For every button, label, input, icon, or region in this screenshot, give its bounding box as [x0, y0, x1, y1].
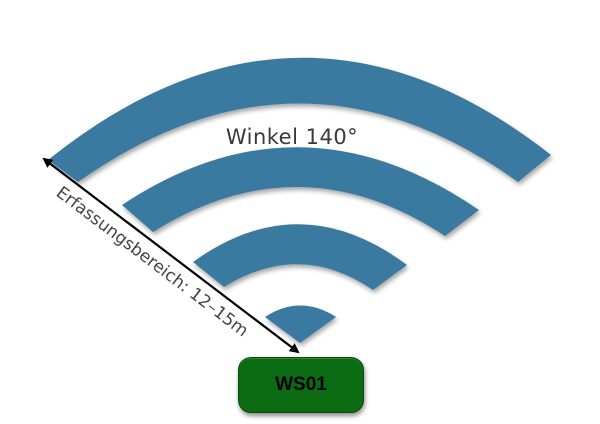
signal-arc-inner: [265, 305, 336, 343]
signal-arc-2: [122, 147, 479, 236]
signal-arc-outer: [48, 57, 551, 182]
device-box-ws01: WS01: [238, 357, 364, 413]
angle-label: Winkel 140°: [226, 125, 358, 149]
range-arrow: [42, 157, 300, 354]
device-label: WS01: [275, 374, 327, 395]
signal-arc-3: [193, 224, 407, 290]
